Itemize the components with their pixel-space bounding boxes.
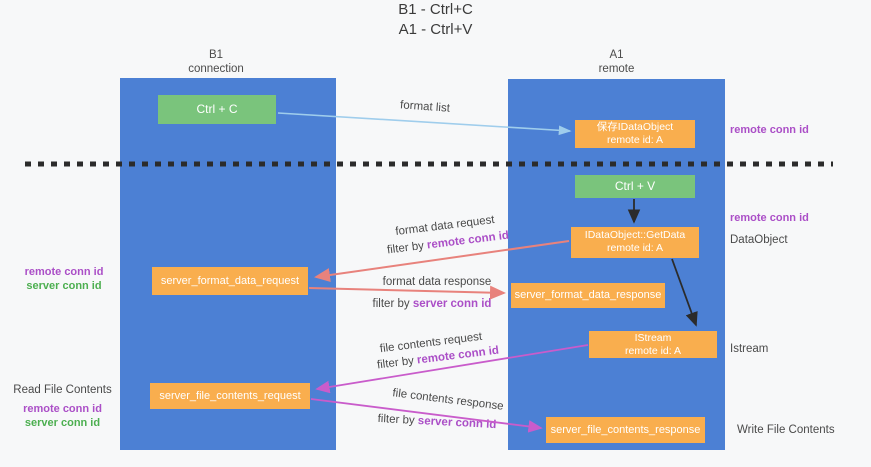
node-getdata-line2: remote id: A [606, 242, 664, 254]
filter-prefix: filter by [372, 298, 413, 310]
right-dataobject-label: DataObject [730, 234, 788, 246]
node-server-file-contents-request: server_file_contents_request [150, 383, 310, 409]
filter-remote-conn-id: remote conn id [426, 229, 510, 252]
node-istream: IStream remote id: A [589, 331, 717, 358]
right-write-file-contents: Write File Contents [737, 424, 835, 436]
right-remote-conn-id-2: remote conn id [730, 212, 809, 224]
label-format-data-response: format data response [382, 276, 492, 288]
arrow-format-data-response [308, 285, 506, 300]
left-remote-conn-id-2: remote conn id [23, 403, 102, 415]
filter-prefix: filter by [376, 354, 418, 372]
node-istream-line2: remote id: A [624, 345, 682, 357]
label-file-contents-response: file contents response [391, 387, 505, 413]
node-save-idataobject-line2: remote id: A [606, 134, 664, 146]
column-a1-role: remote [598, 62, 635, 75]
column-header-a1: A1 remote [508, 49, 725, 76]
right-istream-label: Istream [730, 343, 769, 355]
column-header-b1: B1 connection [108, 49, 324, 76]
node-idataobject-getdata: IDataObject::GetData remote id: A [571, 227, 699, 258]
node-istream-line1: IStream [634, 332, 672, 344]
node-server-format-data-response: server_format_data_response [511, 283, 665, 308]
left-server-conn-id-2: server conn id [24, 417, 101, 429]
diagram-title: B1 - Ctrl+C A1 - Ctrl+V [0, 0, 871, 40]
filter-prefix: filter by [377, 412, 419, 427]
node-ctrl-c: Ctrl + C [158, 95, 276, 124]
node-save-idataobject-line1: 保存IDataObject [596, 121, 674, 133]
left-server-conn-id-1: server conn id [26, 280, 102, 292]
right-remote-conn-id-1: remote conn id [730, 124, 809, 136]
filter-server-conn-id: server conn id [412, 298, 492, 310]
node-server-format-data-request: server_format_data_request [152, 267, 308, 295]
node-save-idataobject: 保存IDataObject remote id: A [575, 120, 695, 148]
column-b1-name: B1 [208, 49, 224, 61]
filter-prefix: filter by [386, 239, 428, 257]
title-line-2: A1 - Ctrl+V [398, 21, 473, 38]
left-conn-id-labels-1: remote conn id server conn id [10, 265, 118, 293]
left-read-file-labels: Read File Contents remote conn id server… [5, 383, 120, 430]
node-ctrl-v: Ctrl + V [575, 175, 695, 198]
label-format-list: format list [399, 99, 451, 115]
column-a1-name: A1 [609, 49, 624, 61]
node-server-file-contents-response: server_file_contents_response [546, 417, 705, 443]
left-remote-conn-id-1: remote conn id [24, 266, 104, 278]
label-format-data-response-filter: filter by server conn id [372, 298, 492, 310]
title-line-1: B1 - Ctrl+C [398, 1, 473, 18]
left-read-file-contents: Read File Contents [13, 384, 112, 396]
node-getdata-line1: IDataObject::GetData [584, 229, 686, 241]
column-b1-role: connection [188, 62, 244, 75]
filter-server-conn-id: server conn id [417, 415, 497, 432]
label-file-contents-response-filter: filter by server conn id [372, 413, 502, 432]
